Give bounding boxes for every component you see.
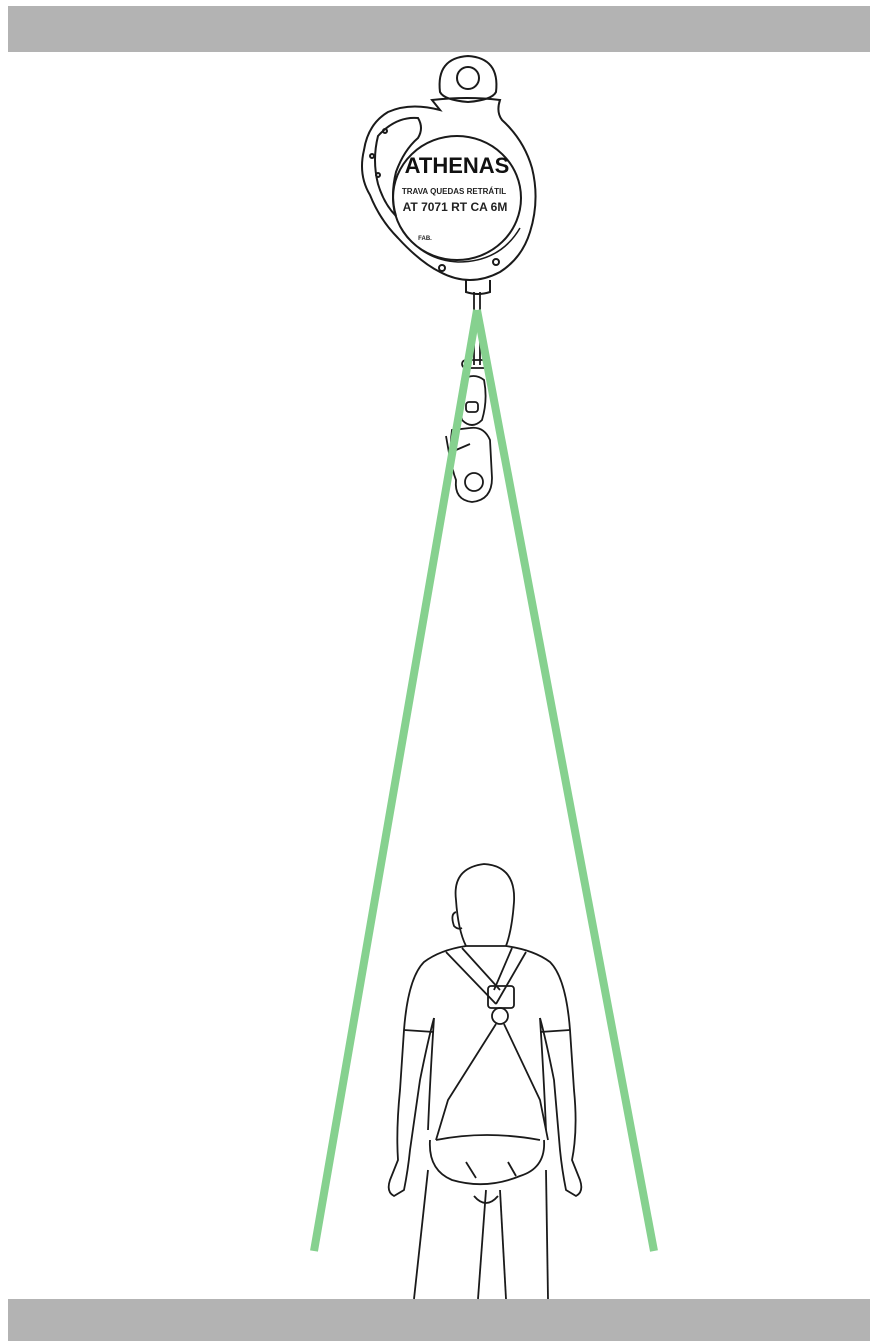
range-line-left xyxy=(314,310,477,1251)
device-fab-label: FAB. xyxy=(418,236,432,242)
device-brand: ATHENAS xyxy=(405,153,510,178)
anchor-ring-icon xyxy=(440,56,497,102)
device-product-line: TRAVA QUEDAS RETRÁTIL xyxy=(402,187,506,196)
worker-with-harness-icon xyxy=(389,864,582,1299)
range-lines xyxy=(314,310,654,1251)
range-line-right xyxy=(477,310,654,1251)
device-model: AT 7071 RT CA 6M xyxy=(403,200,508,214)
